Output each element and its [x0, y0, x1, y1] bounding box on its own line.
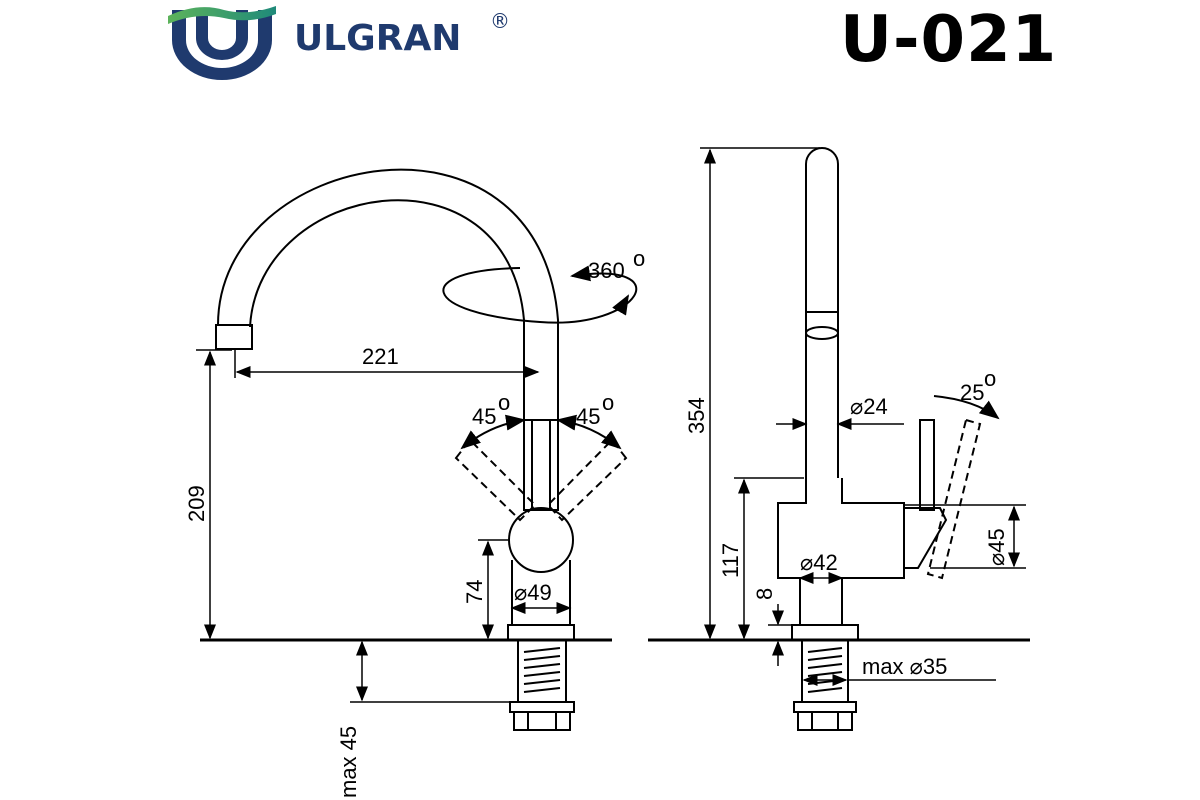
brand-name: ULGRAN — [294, 18, 461, 59]
label-spout-diameter: ⌀24 — [850, 394, 888, 419]
label-base-height: 8 — [752, 588, 777, 600]
degree-symbol-right: o — [602, 390, 614, 415]
front-aerator — [215, 324, 253, 350]
label-tilt-right: 45 — [576, 404, 600, 429]
logo-outer-u — [172, 10, 272, 80]
registered-mark: ® — [490, 9, 510, 33]
front-stem — [523, 419, 559, 511]
label-side-height: 117 — [718, 543, 743, 578]
label-body-height: 74 — [462, 580, 487, 604]
logo-inner-u — [196, 10, 248, 60]
label-mount-depth: max 45 — [336, 726, 361, 798]
side-aerator — [805, 326, 839, 340]
label-hole-diameter: max ⌀35 — [862, 654, 947, 679]
label-spout-height: 209 — [184, 485, 209, 522]
label-swivel: 360 — [588, 258, 625, 283]
side-mount-thread — [793, 639, 857, 731]
label-reach: 221 — [362, 344, 399, 369]
label-overall-height: 354 — [684, 397, 709, 434]
degree-symbol-swivel: o — [633, 246, 645, 271]
front-base-ring — [507, 624, 575, 641]
degree-symbol-lever: o — [984, 366, 996, 391]
side-lever-angle-arc — [933, 395, 1000, 420]
side-body — [777, 478, 905, 626]
label-tilt-left: 45 — [472, 404, 496, 429]
front-spout-inner — [249, 199, 525, 420]
side-base-ring — [791, 624, 859, 641]
side-handle — [903, 507, 948, 569]
front-view — [196, 168, 638, 731]
logo-swoosh — [168, 6, 276, 24]
degree-symbol-left: o — [498, 390, 510, 415]
side-lever — [919, 419, 935, 511]
side-spout — [805, 147, 839, 478]
model-number: U-021 — [840, 3, 1058, 77]
front-spout-outer — [217, 168, 559, 420]
front-handle-ball — [508, 507, 574, 573]
front-tilt-arc-right — [556, 414, 622, 450]
front-tilt-arc-left — [460, 414, 526, 450]
brand-logo-mark: ULGRAN ® — [168, 6, 510, 80]
label-handle-diameter: ⌀45 — [984, 528, 1009, 566]
side-view — [648, 147, 1030, 731]
front-mount-thread — [509, 639, 575, 731]
label-body-diameter: ⌀49 — [514, 580, 552, 605]
brand-logo: ULGRAN ® — [168, 2, 528, 82]
label-base-diameter: ⌀42 — [800, 550, 838, 575]
label-lever-angle: 25 — [960, 380, 984, 405]
side-lever-tilted — [926, 418, 982, 580]
front-swivel-ellipse — [442, 265, 638, 324]
